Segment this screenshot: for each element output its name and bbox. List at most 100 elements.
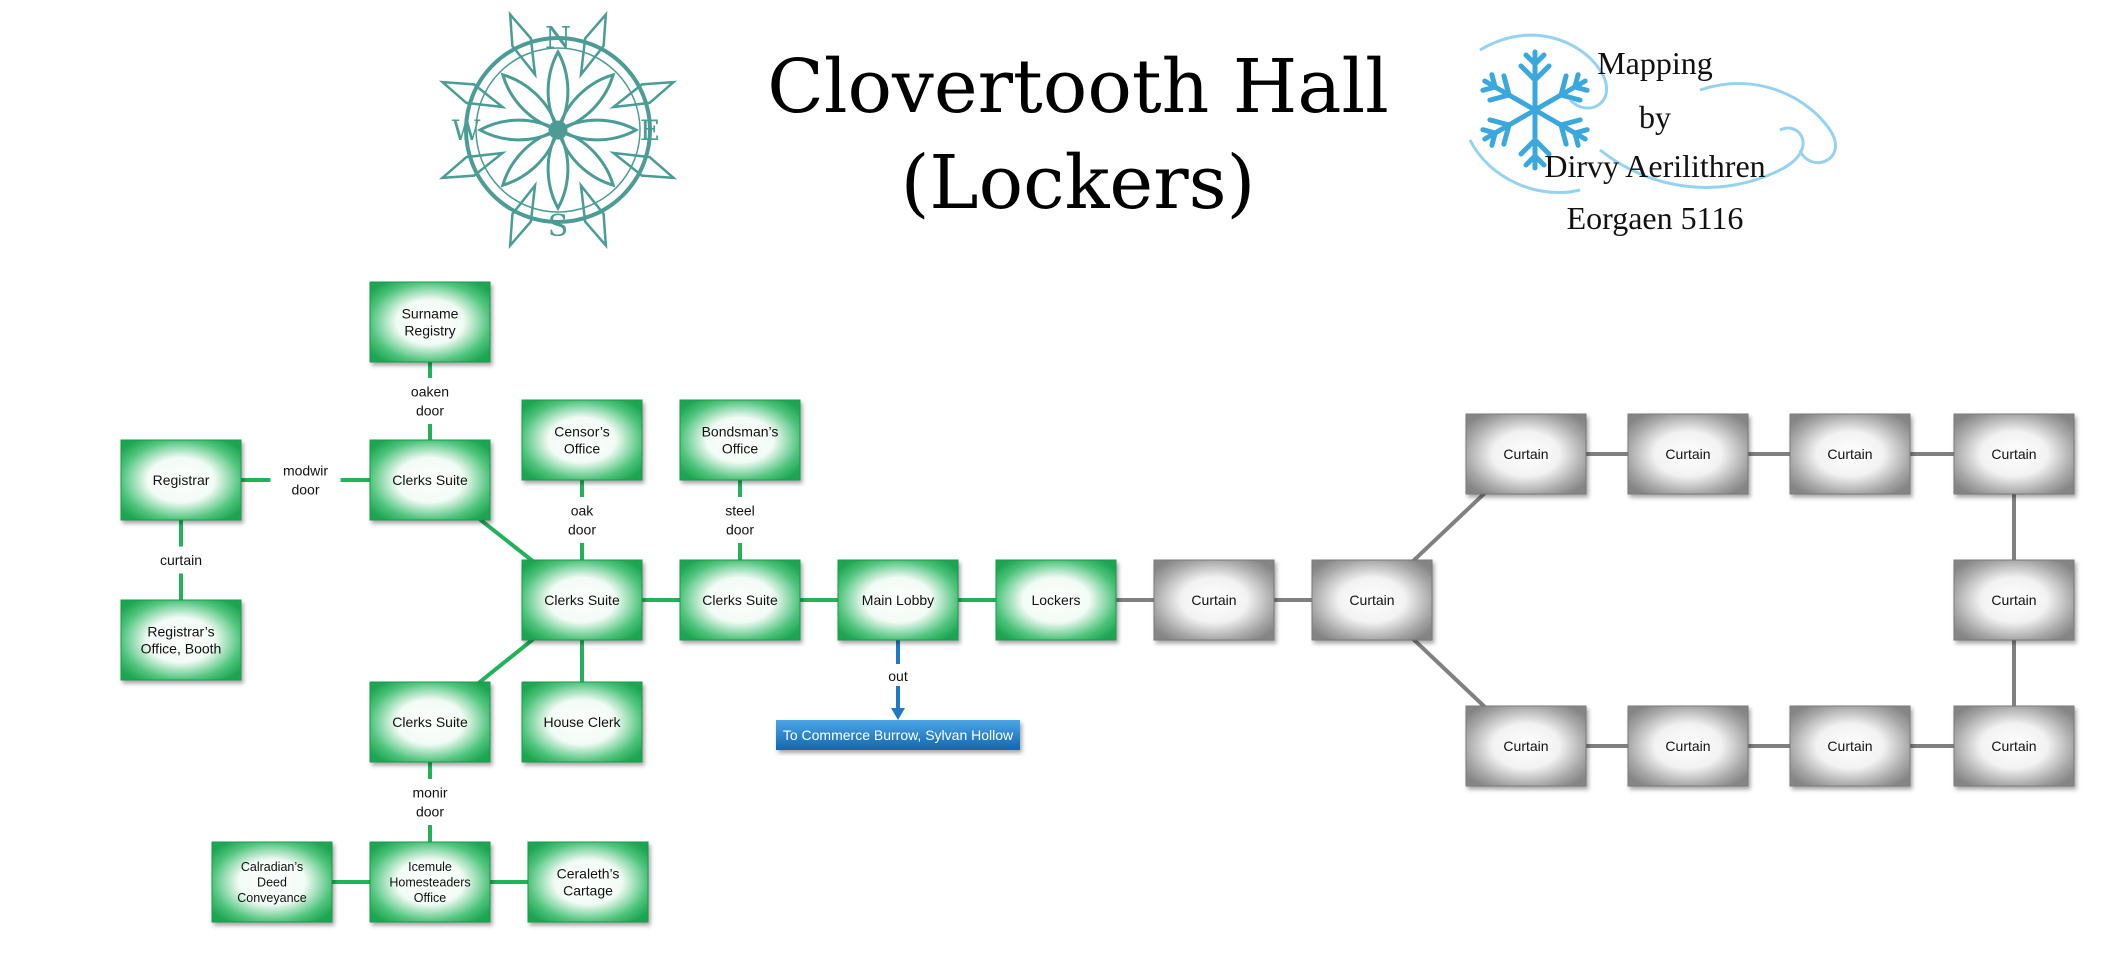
- room-lockers[interactable]: Lockers: [995, 559, 1117, 641]
- room-box[interactable]: [521, 681, 643, 763]
- room-box[interactable]: [369, 439, 491, 521]
- exit-destination-box[interactable]: [776, 720, 1020, 750]
- room-house-clerk[interactable]: House Clerk: [521, 681, 643, 763]
- room-label: Curtain: [1503, 446, 1548, 462]
- compass-rose-icon: N S E W: [438, 10, 678, 250]
- room-box[interactable]: [1953, 413, 2075, 495]
- room-label: House Clerk: [543, 714, 621, 730]
- compass-east-letter: E: [640, 114, 660, 147]
- room-box[interactable]: [679, 399, 801, 481]
- snowflake-arm: [1518, 107, 1552, 171]
- room-curtain-bottom-1[interactable]: Curtain: [1465, 705, 1587, 787]
- room-clerks-suite-center[interactable]: Clerks Suite: [521, 559, 643, 641]
- credit-line-4: Eorgaen 5116: [1567, 200, 1744, 236]
- compass-petal: [500, 72, 561, 133]
- room-box[interactable]: [1153, 559, 1275, 641]
- room-box[interactable]: [369, 281, 491, 363]
- map-title-line-2: (Lockers): [901, 140, 1256, 226]
- room-box[interactable]: [527, 841, 649, 923]
- credit-line-3: Dirvy Aerilithren: [1544, 148, 1765, 184]
- room-box[interactable]: [837, 559, 959, 641]
- room-curtain-2[interactable]: Curtain: [1311, 559, 1433, 641]
- connection-label-background: [395, 779, 465, 825]
- room-curtain-bottom-2[interactable]: Curtain: [1627, 705, 1749, 787]
- room-box[interactable]: [995, 559, 1117, 641]
- room-main-lobby[interactable]: Main Lobby: [837, 559, 959, 641]
- compass-south-letter: S: [548, 209, 569, 244]
- room-curtain-1[interactable]: Curtain: [1153, 559, 1275, 641]
- room-box[interactable]: [1465, 413, 1587, 495]
- room-box[interactable]: [369, 841, 491, 923]
- room-curtain-bottom-3[interactable]: Curtain: [1789, 705, 1911, 787]
- room-curtain-top-1[interactable]: Curtain: [1465, 413, 1587, 495]
- room-registrar[interactable]: Registrar: [120, 439, 242, 521]
- exit-arrow-label: out: [888, 668, 908, 684]
- room-box[interactable]: [120, 599, 242, 681]
- room-box[interactable]: [1789, 413, 1911, 495]
- room-clerks-suite-east[interactable]: Clerks Suite: [679, 559, 801, 641]
- swirl-decoration-icon: [1468, 33, 1837, 195]
- room-box[interactable]: [1789, 705, 1911, 787]
- room-label: Clerks Suite: [702, 592, 778, 608]
- room-clerks-suite-nw[interactable]: Clerks Suite: [369, 439, 491, 521]
- snowflake-arm: [1532, 72, 1590, 113]
- compass-point: [508, 181, 537, 250]
- room-curtain-top-4[interactable]: Curtain: [1953, 413, 2075, 495]
- connection-label-background: [705, 497, 775, 543]
- room-box[interactable]: [679, 559, 801, 641]
- room-curtain-top-3[interactable]: Curtain: [1789, 413, 1911, 495]
- room-box[interactable]: [1953, 705, 2075, 787]
- room-curtain-bottom-4[interactable]: Curtain: [1953, 705, 2075, 787]
- room-box[interactable]: [1953, 559, 2075, 641]
- exit-destination-label: To Commerce Burrow, Sylvan Hollow: [783, 727, 1014, 743]
- room-box[interactable]: [1311, 559, 1433, 641]
- room-label: Curtain: [1991, 592, 2036, 608]
- exit-arrow-head-icon: [891, 708, 905, 720]
- connection-label: curtain: [160, 552, 202, 568]
- room-box[interactable]: [521, 559, 643, 641]
- room-label: Curtain: [1991, 446, 2036, 462]
- compass-petal: [555, 72, 616, 133]
- room-box[interactable]: [1627, 413, 1749, 495]
- snowflake-arm: [1480, 72, 1538, 113]
- compass-point: [508, 10, 537, 79]
- room-label: Curtain: [1665, 446, 1710, 462]
- compass-petal: [554, 118, 640, 142]
- room-box[interactable]: [521, 399, 643, 481]
- credit-line-1: Mapping: [1597, 45, 1713, 81]
- compass-point: [438, 80, 507, 109]
- room-label: Clerks Suite: [392, 472, 468, 488]
- room-clerks-suite-sw[interactable]: Clerks Suite: [369, 681, 491, 763]
- room-box[interactable]: [1465, 705, 1587, 787]
- room-label: Lockers: [1031, 592, 1080, 608]
- compass-petal: [555, 127, 616, 188]
- compass-point: [579, 10, 608, 79]
- compass-petal: [476, 118, 562, 142]
- room-label: Curtain: [1827, 446, 1872, 462]
- connection-label-background: [270, 457, 341, 503]
- compass-point: [609, 151, 678, 180]
- room-box[interactable]: [211, 841, 333, 923]
- room-label: Registrar: [153, 472, 210, 488]
- room-box[interactable]: [1627, 705, 1749, 787]
- room-box[interactable]: [120, 439, 242, 521]
- snowflake-arm: [1480, 107, 1538, 148]
- room-curtain-right[interactable]: Curtain: [1953, 559, 2075, 641]
- room-curtain-top-2[interactable]: Curtain: [1627, 413, 1749, 495]
- room-box[interactable]: [369, 681, 491, 763]
- map-title-line-1: Clovertooth Hall: [767, 44, 1389, 130]
